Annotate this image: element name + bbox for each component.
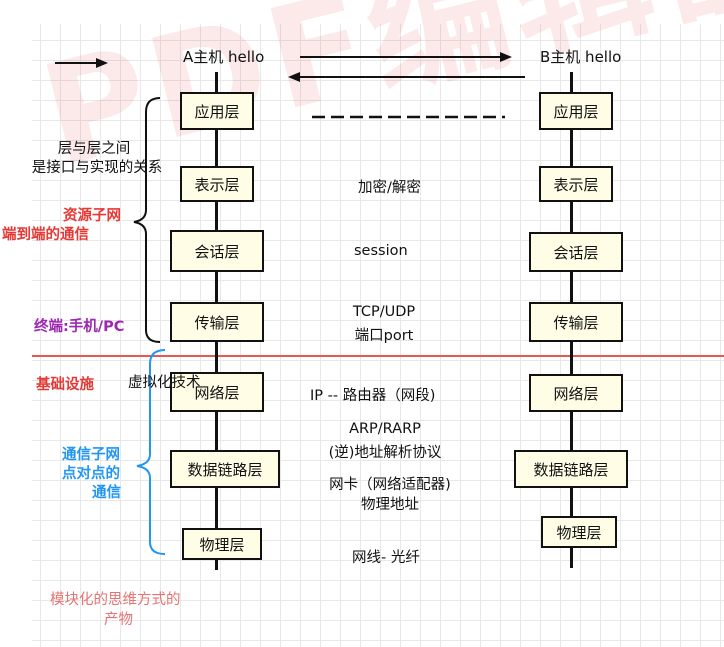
layer-b-network: 网络层 bbox=[529, 374, 623, 412]
left-margin bbox=[0, 0, 32, 647]
note-point-to-point: 点对点的 bbox=[62, 466, 120, 482]
note-infrastructure: 基础设施 bbox=[36, 377, 94, 393]
layer-b-presentation: 表示层 bbox=[539, 166, 613, 202]
note-resource-subnet: 资源子网 bbox=[63, 208, 121, 224]
layer-b-datalink: 数据链路层 bbox=[514, 450, 628, 488]
note-end-to-end: 端到端的通信 bbox=[2, 227, 89, 243]
note-mac: 物理地址 bbox=[361, 497, 419, 513]
layer-a-physical: 物理层 bbox=[182, 528, 262, 560]
resource-brace bbox=[133, 97, 161, 343]
note-transport-protocols: TCP/UDP bbox=[352, 304, 416, 320]
layer-b-transport: 传输层 bbox=[529, 302, 623, 342]
note-terminal: 终端:手机/PC bbox=[34, 319, 125, 335]
note-network: IP -- 路由器（网段) bbox=[310, 388, 436, 404]
layer-a-datalink: 数据链路层 bbox=[170, 450, 280, 488]
note-communication: 通信 bbox=[92, 485, 121, 501]
note-nic: 网卡（网络适配器) bbox=[329, 477, 451, 493]
note-modular-1: 模块化的思维方式的 bbox=[50, 592, 181, 608]
note-interface-2: 是接口与实现的关系 bbox=[31, 160, 163, 176]
note-session: session bbox=[354, 243, 408, 259]
note-interface-1: 层与层之间 bbox=[57, 141, 131, 157]
layer-a-transport: 传输层 bbox=[170, 302, 264, 342]
layer-b-session: 会话层 bbox=[529, 232, 623, 272]
layer-b-physical: 物理层 bbox=[541, 516, 617, 548]
legend-arrow-icon bbox=[96, 58, 108, 68]
layer-a-network: 网络层 bbox=[170, 372, 264, 412]
note-physical: 网线- 光纤 bbox=[352, 550, 420, 566]
note-comm-subnet: 通信子网 bbox=[62, 447, 120, 463]
note-modular-2: 产物 bbox=[104, 612, 133, 628]
layer-a-application: 应用层 bbox=[180, 92, 254, 130]
note-transport-port: 端口port bbox=[354, 328, 414, 344]
layer-a-session: 会话层 bbox=[170, 230, 264, 272]
note-presentation: 加密/解密 bbox=[358, 180, 421, 196]
note-virtualization: 虚拟化技术 bbox=[128, 375, 201, 391]
host-b-label: B主机 hello bbox=[540, 48, 622, 66]
left-arrow-icon bbox=[288, 72, 300, 82]
layer-b-application: 应用层 bbox=[539, 92, 613, 130]
right-arrow-icon bbox=[500, 52, 512, 62]
note-arp-desc: (逆)地址解析协议 bbox=[328, 445, 442, 461]
top-margin bbox=[0, 0, 724, 24]
host-a-label: A主机 hello bbox=[183, 48, 265, 66]
layer-a-presentation: 表示层 bbox=[180, 166, 254, 202]
note-arp: ARP/RARP bbox=[349, 421, 421, 437]
comm-brace bbox=[136, 349, 166, 555]
